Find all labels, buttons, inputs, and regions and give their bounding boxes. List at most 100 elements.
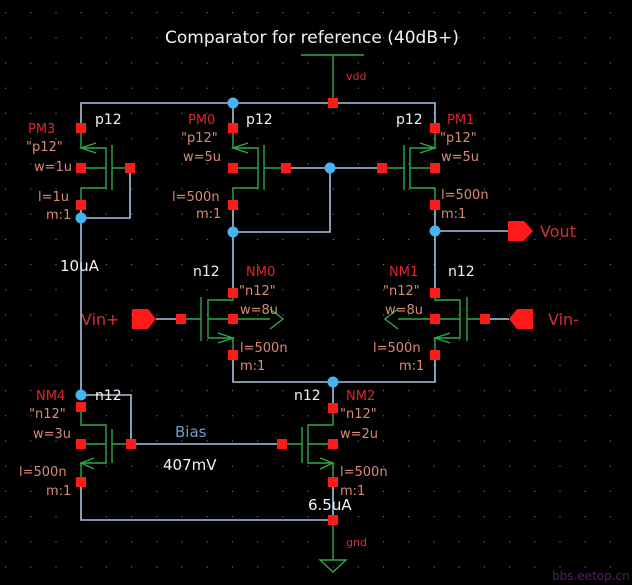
grid-dot (30, 490, 32, 492)
terminal-pin[interactable] (328, 515, 338, 525)
grid-dot (156, 37, 158, 39)
terminal-pin[interactable] (76, 200, 86, 210)
terminal-pin[interactable] (430, 200, 440, 210)
grid-dot (307, 415, 309, 417)
grid-dot (534, 213, 536, 215)
vdd-symbol[interactable] (301, 54, 364, 103)
transistor-nm1[interactable] (383, 293, 485, 355)
grid-dot (609, 566, 611, 568)
vin-minus-label: Vin- (548, 310, 579, 329)
grid-dot (307, 62, 309, 64)
terminal-pin[interactable] (480, 314, 490, 324)
grid-dot (181, 112, 183, 114)
grid-dot (483, 264, 485, 266)
grid-dot (383, 541, 385, 543)
terminal-pin[interactable] (125, 163, 135, 173)
nm0-name: NM0 (246, 265, 275, 280)
terminal-pin[interactable] (228, 314, 238, 324)
grid-dot (534, 62, 536, 64)
junction-node[interactable] (75, 212, 87, 224)
grid-dot (30, 364, 32, 366)
vout-port[interactable] (508, 221, 533, 241)
grid-dot (156, 415, 158, 417)
terminal-pin[interactable] (76, 163, 86, 173)
transistor-pm3[interactable] (78, 128, 130, 205)
grid-dot (534, 541, 536, 543)
terminal-pin[interactable] (228, 163, 238, 173)
grid-dot (55, 12, 57, 14)
grid-dot (458, 12, 460, 14)
terminal-pin[interactable] (277, 439, 287, 449)
terminal-pin[interactable] (228, 288, 238, 298)
transistor-pm1[interactable] (382, 128, 438, 205)
grid-dot (5, 62, 7, 64)
vdd-net-label: vdd (346, 70, 366, 83)
grid-dot (105, 138, 107, 140)
grid-dot (231, 390, 233, 392)
pm3-width: w=1u (34, 160, 72, 175)
junction-node[interactable] (327, 376, 339, 388)
grid-dot (156, 465, 158, 467)
transistor-nm2[interactable] (282, 408, 335, 482)
grid-dot (458, 415, 460, 417)
grid-dot (181, 289, 183, 291)
grid-dot (357, 37, 359, 39)
grid-dot (408, 213, 410, 215)
grid-dot (483, 289, 485, 291)
schematic-title: Comparator for reference (40dB+) (165, 28, 459, 48)
grid-dot (408, 238, 410, 240)
terminal-pin[interactable] (328, 403, 338, 413)
terminal-pin[interactable] (228, 200, 238, 210)
terminal-pin[interactable] (76, 123, 86, 133)
grid-dot (131, 112, 133, 114)
terminal-pin[interactable] (76, 439, 86, 449)
transistor-nm4[interactable] (79, 407, 131, 482)
grid-dot (55, 314, 57, 316)
terminal-pin[interactable] (126, 439, 136, 449)
terminal-pin[interactable] (430, 163, 440, 173)
junction-node[interactable] (227, 97, 239, 109)
terminal-pin[interactable] (281, 163, 291, 173)
junction-node[interactable] (227, 226, 239, 238)
terminal-pin[interactable] (328, 439, 338, 449)
grid-dot (55, 390, 57, 392)
terminal-pin[interactable] (228, 123, 238, 133)
junction-node[interactable] (324, 162, 336, 174)
gnd-symbol[interactable] (318, 520, 348, 573)
grid-dot (131, 37, 133, 39)
grid-dot (30, 415, 32, 417)
terminal-pin[interactable] (328, 477, 338, 487)
grid-dot (206, 566, 208, 568)
grid-dot (30, 138, 32, 140)
terminal-pin[interactable] (176, 314, 186, 324)
terminal-pin[interactable] (76, 402, 86, 412)
terminal-pin[interactable] (76, 477, 86, 487)
terminal-pin[interactable] (377, 163, 387, 173)
transistor-pm0[interactable] (230, 128, 286, 205)
wires (80, 102, 509, 521)
grid-dot (408, 62, 410, 64)
transistor-nm0[interactable] (181, 293, 285, 355)
terminal-pin[interactable] (430, 123, 440, 133)
terminal-pin[interactable] (430, 288, 440, 298)
grid-dot (206, 12, 208, 14)
grid-dot (609, 516, 611, 518)
grid-dot (5, 188, 7, 190)
grid-dot (131, 289, 133, 291)
terminal-pin[interactable] (430, 314, 440, 324)
junction-node[interactable] (429, 225, 441, 237)
terminal-pin[interactable] (228, 350, 238, 360)
grid-dot (509, 163, 511, 165)
grid-dot (332, 339, 334, 341)
nm4-length: l=500n (19, 465, 67, 480)
grid-dot (534, 516, 536, 518)
terminal-pin[interactable] (328, 98, 338, 108)
vin-plus-port[interactable] (132, 309, 156, 329)
terminal-pin[interactable] (430, 350, 440, 360)
grid-dot (231, 87, 233, 89)
junction-node[interactable] (75, 389, 87, 401)
vin-minus-port[interactable] (509, 309, 533, 329)
grid-dot (282, 364, 284, 366)
grid-dot (231, 415, 233, 417)
